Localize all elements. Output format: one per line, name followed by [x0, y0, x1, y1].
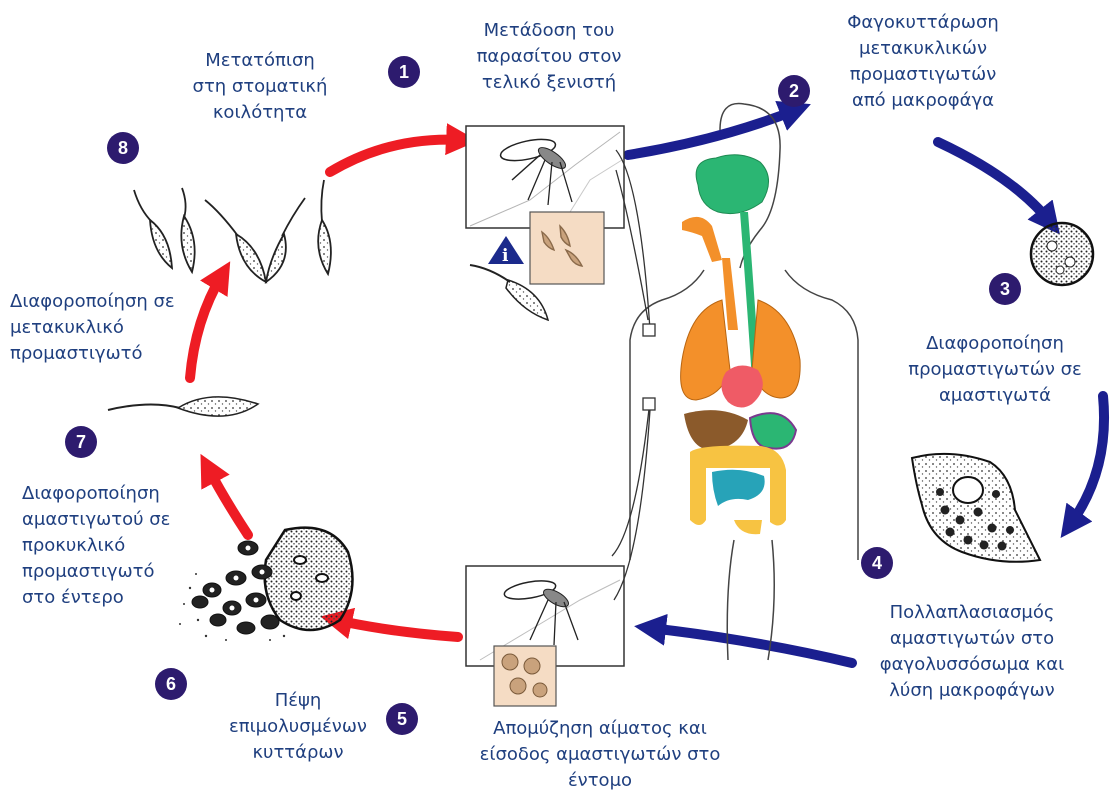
step-7-label: Διαφοροποίηση αμαστιγωτού σε προκυκλικό …: [22, 481, 222, 611]
step-6-badge: 6: [155, 668, 187, 700]
svg-text:i: i: [502, 246, 509, 266]
arrow-4-to-5: [650, 628, 852, 663]
step-8-badge: 8: [107, 132, 139, 164]
metacyclic-promastigotes-group-icon: [134, 180, 331, 282]
stomach-icon: [750, 413, 796, 449]
step-4-label: Πολλαπλασιασμός αμαστιγωτών στο φαγολυσσ…: [852, 600, 1092, 704]
step-1-label: Μετάδοση του παρασίτου στον τελικό ξενισ…: [464, 18, 634, 96]
step-4-badge: 4: [861, 547, 893, 579]
arrow-8-to-1: [330, 140, 462, 172]
step-5-badge: 5: [386, 703, 418, 735]
infected-macrophage-icon: [912, 454, 1040, 562]
nasal-passage-icon: [682, 217, 722, 262]
sandfly-bite-panel-bottom: [466, 566, 624, 706]
step-7-badge: 7: [65, 426, 97, 458]
step-3-badge: 3: [989, 273, 1021, 305]
step-2-badge: 2: [778, 75, 810, 107]
step-1-badge: 1: [388, 56, 420, 88]
procyclic-promastigote-icon: [108, 397, 258, 416]
human-body-icon: [612, 104, 858, 660]
info-triangle-icon: i: [488, 236, 524, 266]
macrophage-icon: [1031, 223, 1093, 285]
arrow-2-to-3: [938, 142, 1050, 222]
step-3-label: Διαφοροποίηση προμαστιγωτών σε αμαστιγωτ…: [890, 331, 1100, 409]
step-8-label: Μετατόπιση στη στοματική κοιλότητα: [170, 48, 350, 126]
arrow-5-to-6: [336, 620, 458, 637]
sandfly-bite-panel-top: [466, 126, 624, 284]
liver-icon: [684, 410, 748, 450]
step-2-label: Φαγοκυττάρωση μετακυκλικών προμαστιγωτών…: [818, 10, 1028, 114]
arrow-3-to-4: [1070, 396, 1104, 525]
rectum-icon: [734, 520, 762, 534]
metacyclic-differentiation-label: Διαφοροποίηση σε μετακυκλικό προμαστιγωτ…: [10, 289, 230, 367]
step-5-label: Απομύζηση αίματος και είσοδος αμαστιγωτώ…: [464, 716, 736, 794]
brain-icon: [696, 155, 768, 214]
small-intestine-icon: [712, 470, 765, 506]
heart-icon: [721, 365, 762, 407]
step-6-label: Πέψη επιμολυσμένων κυττάρων: [208, 688, 388, 766]
